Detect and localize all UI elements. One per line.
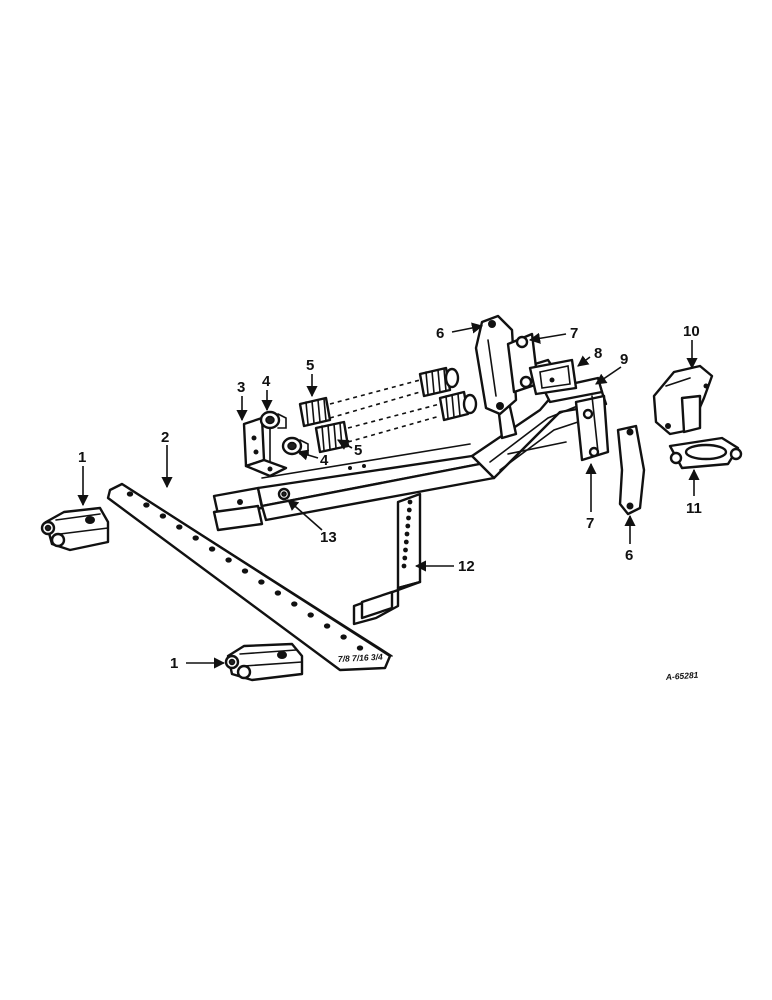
strap-hole <box>402 555 408 561</box>
callout-11: 11 <box>686 500 702 517</box>
callout-1-lower: 1 <box>170 655 178 672</box>
strap-hole <box>404 531 410 537</box>
drawbar-hole <box>340 634 347 640</box>
callout-9: 9 <box>620 351 628 368</box>
drawbar-hole <box>241 568 249 574</box>
spring-assembly-part-5 <box>298 366 478 454</box>
callout-4-upper: 4 <box>262 373 271 390</box>
drawbar-hole <box>143 502 150 508</box>
callouts: 1 1 2 3 4 4 5 5 6 6 7 7 8 9 10 11 12 13 <box>78 323 702 672</box>
callout-1-upper: 1 <box>78 449 86 466</box>
plate-part-6-lower <box>616 424 646 516</box>
pin-part-13 <box>277 487 291 501</box>
callout-6-upper: 6 <box>436 325 444 342</box>
drawbar-hole <box>291 601 298 607</box>
callout-8: 8 <box>594 345 602 362</box>
link-part-7-upper <box>506 332 540 394</box>
clevis-part-1-lower <box>224 642 304 682</box>
callout-10: 10 <box>683 323 700 340</box>
callout-6-lower: 6 <box>625 547 633 564</box>
drawbar-hole <box>274 590 282 596</box>
bar-stamp: 7/8 7/16 3/4 <box>338 652 384 664</box>
drawbar-hole <box>192 535 199 541</box>
latch-part-10 <box>652 364 714 436</box>
drawbar-hole <box>307 612 314 618</box>
strap-hole <box>401 563 407 569</box>
leader-lines <box>77 322 700 669</box>
drawbar-hole <box>225 557 232 563</box>
drawbar-hole <box>159 513 167 519</box>
plate-part-6-upper <box>474 314 518 416</box>
callout-2: 2 <box>161 429 169 446</box>
link-part-7-lower <box>574 394 610 462</box>
strap-part-12 <box>352 492 422 626</box>
callout-5-upper: 5 <box>306 357 314 374</box>
drawbar-hole <box>176 524 183 530</box>
frame-part-9 <box>212 358 608 532</box>
drawbar-hole <box>126 491 134 497</box>
clevis-part-1-upper <box>40 506 110 552</box>
drawbar-hole <box>258 579 265 585</box>
strap-hole <box>406 515 411 521</box>
clip-part-8 <box>528 358 578 396</box>
strap-hole <box>405 523 411 529</box>
strap-hole <box>406 507 412 513</box>
drawbar-hole <box>356 645 364 651</box>
callout-5-lower: 5 <box>354 442 362 459</box>
callout-12: 12 <box>458 558 475 575</box>
drawbar-part-2: 7/8 7/16 3/4 <box>106 482 393 672</box>
callout-3: 3 <box>237 379 245 396</box>
strap-hole <box>403 539 409 545</box>
callout-7-upper: 7 <box>570 325 578 342</box>
shackle-part-11 <box>668 436 743 470</box>
strap-hole <box>407 499 413 505</box>
callout-7-lower: 7 <box>586 515 594 532</box>
strap-hole <box>403 547 408 553</box>
drawbar-hole <box>208 546 216 552</box>
drawbar-hole <box>323 623 331 629</box>
nut-part-4-upper <box>259 410 287 430</box>
callout-13: 13 <box>320 529 337 546</box>
nut-part-4-lower <box>281 436 309 456</box>
reference-code: A-65281 <box>664 670 698 682</box>
callout-4-lower: 4 <box>320 452 329 469</box>
